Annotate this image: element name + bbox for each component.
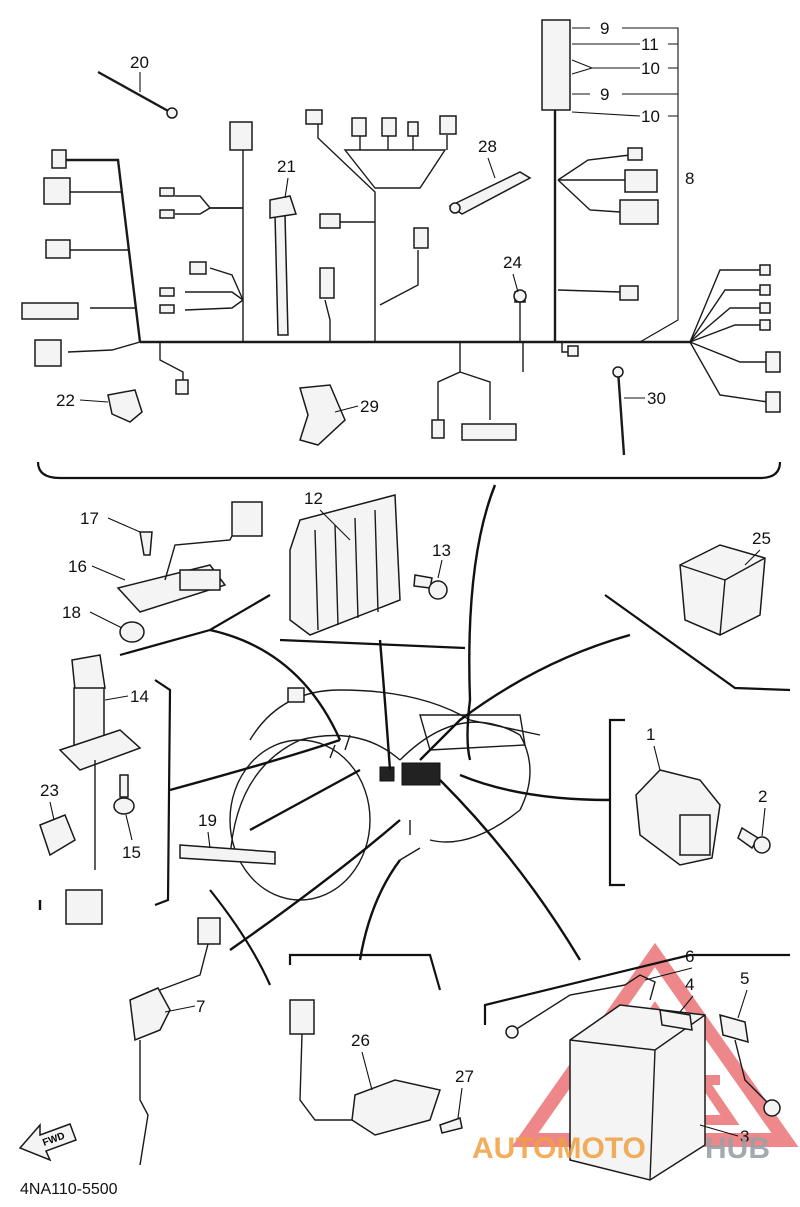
callout-25: 25: [752, 529, 771, 548]
callout-6: 6: [685, 947, 694, 966]
section-bracket-top: [36, 461, 782, 480]
part-28-bracket: [448, 171, 532, 215]
callout-1: 1: [646, 725, 655, 744]
leader-arcs: [38, 484, 631, 961]
callout-21: 21: [277, 157, 296, 176]
part-battery: [569, 1004, 706, 1181]
part-12-regulator: [289, 494, 401, 636]
part-19-band: [179, 844, 276, 865]
callout-13: 13: [432, 541, 451, 560]
fwd-arrow-icon: FWD: [18, 1122, 77, 1162]
part-2-bolt: [737, 826, 771, 854]
part-6-lead: [505, 974, 656, 1039]
callout-22: 22: [56, 391, 75, 410]
callout-16: 16: [68, 557, 87, 576]
part-25-relay: [679, 544, 766, 636]
callout-10a: 10: [641, 59, 660, 78]
callout-27: 27: [455, 1067, 474, 1086]
part-5-fuse: [719, 1013, 781, 1117]
callout-26: 26: [351, 1031, 370, 1050]
callout-10b: 10: [641, 107, 660, 126]
part-30-clip: [612, 366, 626, 456]
callout-5: 5: [740, 969, 749, 988]
part-16-bracket: [116, 501, 263, 613]
part-24-grommet: [513, 289, 527, 303]
part-17-bolt: [139, 531, 153, 556]
callout-28: 28: [478, 137, 497, 156]
bracket-14-15: [154, 679, 172, 907]
bracket-12-13: [279, 638, 466, 650]
callout-17: 17: [80, 509, 99, 528]
callout-4: 4: [685, 975, 694, 994]
callout-24: 24: [503, 253, 522, 272]
callout-9a: 9: [600, 19, 609, 38]
part-21-band: [269, 195, 297, 336]
bracket-16-18: [119, 594, 271, 657]
callout-29: 29: [360, 397, 379, 416]
watermark-brand-right: HUB: [705, 1132, 770, 1165]
part-15-screw: [113, 774, 135, 815]
bracket-26-27: [288, 953, 442, 991]
callout-15: 15: [122, 843, 141, 862]
part-4-lead: [659, 1009, 693, 1031]
callout-20: 20: [130, 53, 149, 72]
part-1-starter-relay: [635, 769, 721, 866]
diagram-code: 4NA110-5500: [20, 1181, 118, 1198]
callout-labels: 9 11 10 9 10 8 20 21 28 24 22 29 30 17 1…: [40, 19, 771, 1146]
part-18-damper: [119, 621, 145, 643]
main-wire-harness: [21, 19, 781, 441]
callout-2: 2: [758, 787, 767, 806]
bracket-3-6: [483, 953, 790, 1025]
watermark-brand-left: AUTOMOTO: [472, 1132, 646, 1165]
callout-14: 14: [130, 687, 149, 706]
part-26-sensor: [289, 999, 441, 1136]
callout-18: 18: [62, 603, 81, 622]
callout-3: 3: [740, 1127, 749, 1146]
part-20-cable-tie: [97, 70, 178, 119]
frame-overview: [229, 687, 541, 901]
leaders-8-11: [571, 27, 679, 343]
part-14-main-switch: [58, 654, 142, 925]
part-23-clamp: [39, 814, 76, 857]
part-7-switch: [129, 917, 221, 1166]
callout-leaders: [49, 72, 766, 1137]
bracket-7: [209, 889, 272, 986]
callout-23: 23: [40, 781, 59, 800]
callout-12: 12: [304, 489, 323, 508]
callout-8: 8: [685, 169, 694, 188]
watermark-text: AUTOMOTO HUB: [472, 1132, 770, 1165]
bracket-1-2: [608, 718, 625, 887]
callout-7: 7: [196, 997, 205, 1016]
part-22-clamp: [107, 389, 143, 423]
callout-11: 11: [641, 35, 659, 54]
part-27-screw: [439, 1117, 463, 1134]
bracket-25: [604, 594, 791, 692]
callout-9b: 9: [600, 85, 609, 104]
part-13-bolt: [413, 574, 448, 600]
callout-30: 30: [647, 389, 666, 408]
callout-19: 19: [198, 811, 217, 830]
part-29-holder: [299, 384, 346, 446]
